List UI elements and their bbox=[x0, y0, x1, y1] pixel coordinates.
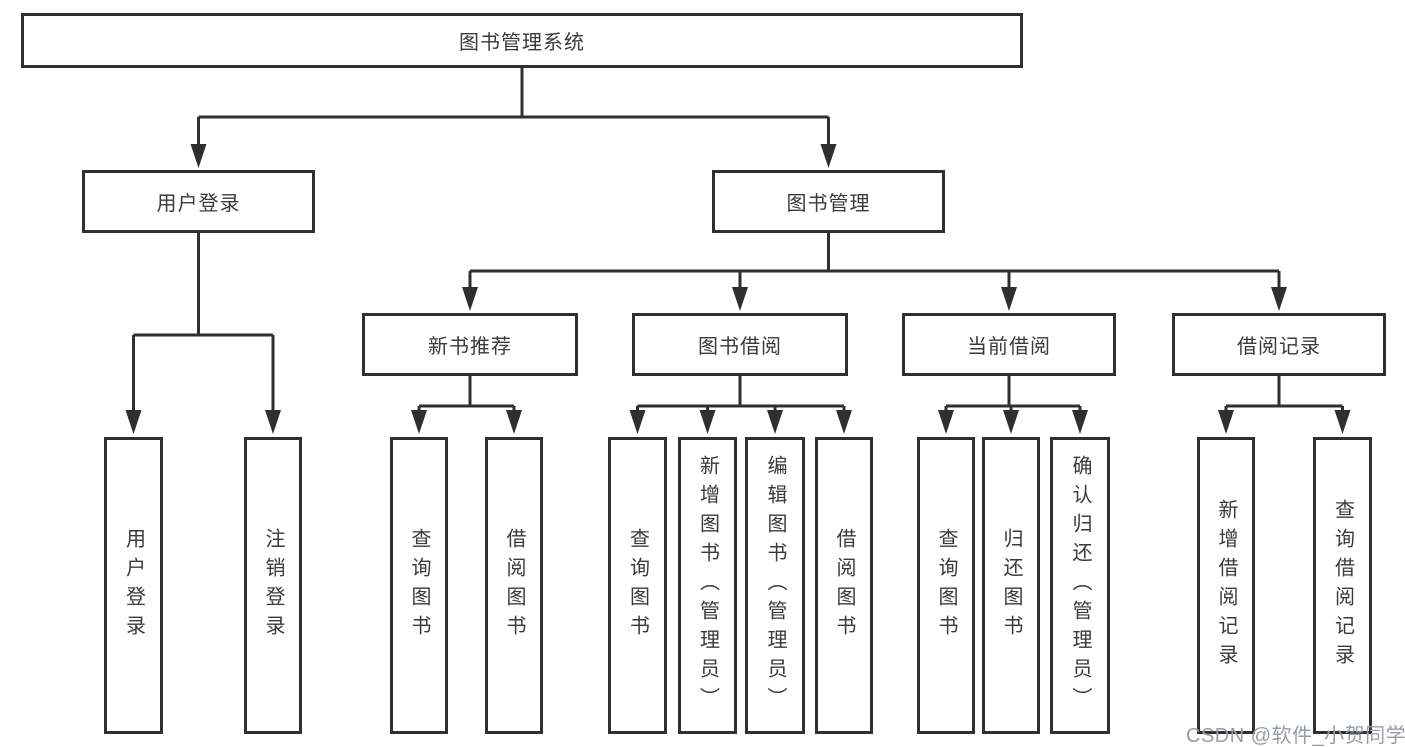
leaf-label: 归还图书 bbox=[1000, 527, 1022, 644]
connector-new-book-children bbox=[411, 376, 522, 434]
node-user-login: 用户登录 bbox=[82, 170, 315, 233]
node-book-borrowing: 图书借阅 bbox=[632, 313, 848, 376]
connector-book-management-children bbox=[462, 233, 1287, 311]
leaf-query-books-current: 查询图书 bbox=[917, 437, 975, 734]
leaf-label: 查询图书 bbox=[935, 527, 957, 644]
leaf-label: 查询图书 bbox=[626, 527, 649, 644]
leaf-add-borrow-record: 新增借阅记录 bbox=[1197, 437, 1255, 734]
connector-borrow-records-children bbox=[1218, 376, 1351, 434]
leaf-label: 借阅图书 bbox=[833, 527, 855, 644]
leaf-add-books-admin: 新增图书（管理员） bbox=[678, 437, 737, 734]
leaf-label: 新增借阅记录 bbox=[1215, 498, 1237, 673]
connector-book-borrow-children bbox=[629, 376, 852, 434]
node-label: 当前借阅 bbox=[967, 336, 1051, 358]
leaf-logout: 注销登录 bbox=[244, 437, 302, 734]
leaf-label: 查询图书 bbox=[408, 527, 430, 644]
leaf-return-books: 归还图书 bbox=[982, 437, 1040, 734]
node-library-management-system: 图书管理系统 bbox=[21, 13, 1023, 68]
leaf-confirm-return-admin: 确认归还（管理员） bbox=[1050, 437, 1110, 734]
node-label: 图书借阅 bbox=[698, 336, 782, 358]
leaf-query-borrow-record: 查询借阅记录 bbox=[1313, 437, 1372, 734]
leaf-user-login: 用户登录 bbox=[104, 437, 163, 734]
node-label: 图书管理系统 bbox=[459, 32, 585, 54]
node-current-borrowing: 当前借阅 bbox=[902, 313, 1116, 376]
connector-current-borrow-children bbox=[938, 376, 1088, 434]
csdn-watermark: CSDN @软件_小贺同学 bbox=[1186, 725, 1405, 747]
connector-user-login-children bbox=[125, 233, 281, 434]
node-label: 新书推荐 bbox=[428, 336, 512, 358]
node-label: 图书管理 bbox=[786, 193, 871, 215]
leaf-borrow-books: 借阅图书 bbox=[815, 437, 873, 734]
node-book-management: 图书管理 bbox=[712, 170, 945, 233]
leaf-label: 查询借阅记录 bbox=[1331, 498, 1354, 673]
node-new-book-recommendation: 新书推荐 bbox=[362, 313, 578, 376]
leaf-query-books-borrow: 查询图书 bbox=[608, 437, 667, 734]
leaf-query-books-recommend: 查询图书 bbox=[390, 437, 448, 734]
leaf-edit-books-admin: 编辑图书（管理员） bbox=[745, 437, 805, 734]
leaf-label: 注销登录 bbox=[262, 527, 284, 644]
leaf-label: 新增图书（管理员） bbox=[696, 455, 719, 716]
node-label: 用户登录 bbox=[156, 193, 241, 215]
node-label: 借阅记录 bbox=[1237, 336, 1321, 358]
leaf-borrow-books-recommend: 借阅图书 bbox=[485, 437, 543, 734]
leaf-label: 编辑图书（管理员） bbox=[764, 455, 786, 716]
leaf-label: 用户登录 bbox=[122, 527, 145, 644]
connector-root-to-level1 bbox=[190, 68, 837, 168]
leaf-label: 确认归还（管理员） bbox=[1069, 455, 1091, 716]
node-borrowing-records: 借阅记录 bbox=[1172, 313, 1386, 376]
leaf-label: 借阅图书 bbox=[503, 527, 525, 644]
